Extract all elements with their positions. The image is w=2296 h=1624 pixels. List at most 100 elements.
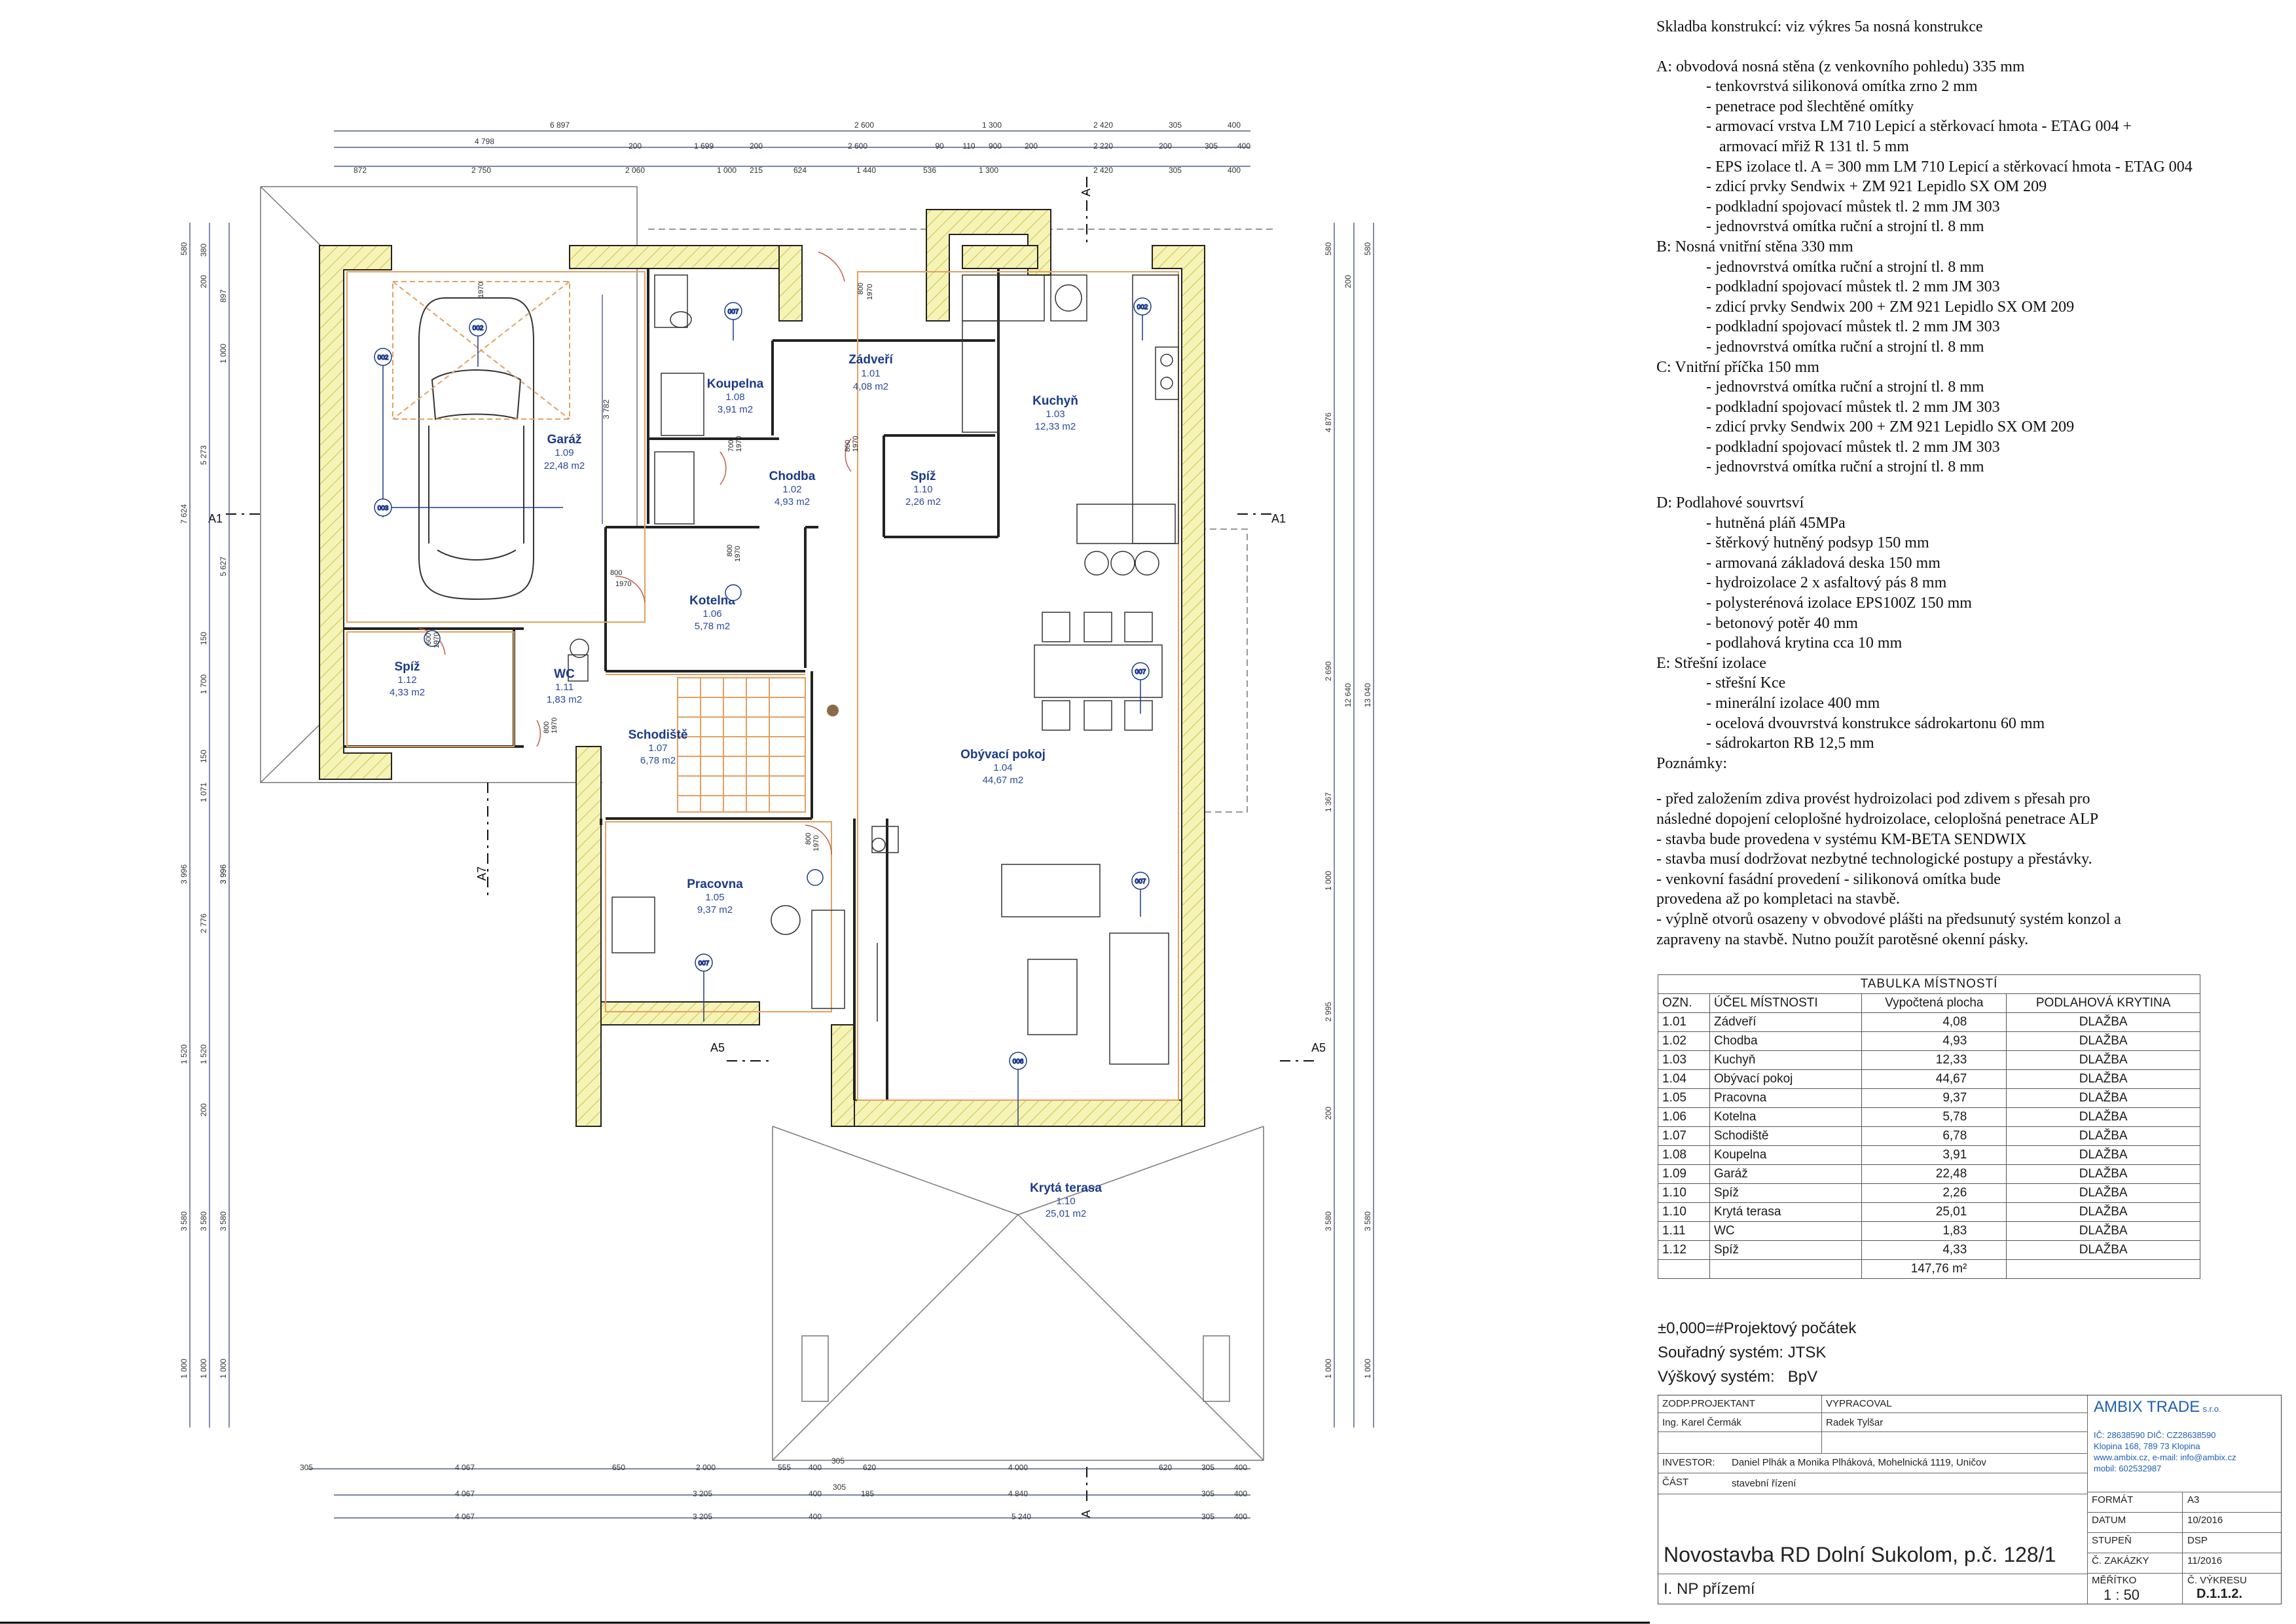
table-cell [1709,1259,1863,1279]
svg-text:4 876: 4 876 [1324,413,1333,432]
svg-text:4,08 m2: 4,08 m2 [853,381,888,392]
svg-text:200: 200 [750,141,763,151]
section-item: - armovací vrstva LM 710 Lepicí a stěrko… [1706,118,2132,136]
svg-text:800: 800 [844,440,852,452]
svg-text:1.06: 1.06 [702,608,721,619]
svg-text:305: 305 [1205,141,1218,151]
table-cell [2006,1259,2200,1279]
room-label-wc: WC 1.11 1,83 m2 [547,667,582,705]
svg-text:Koupelna: Koupelna [707,377,764,391]
remarks-head: Poznámky: [1656,754,1727,772]
zakazky-value: 11/2016 [2187,1555,2223,1566]
investor-label: INVESTOR: [1662,1457,1715,1468]
svg-text:1 000: 1 000 [717,166,737,175]
svg-text:7 624: 7 624 [179,504,189,524]
remark-line: - stavba musí dodržovat nezbytné technol… [1656,851,2092,868]
table-cell: 1.10 [1658,1202,1710,1222]
svg-text:1970: 1970 [551,718,558,733]
section-item: - zdicí prvky Sendwix 200 + ZM 921 Lepid… [1706,418,2075,436]
svg-text:305: 305 [1201,1489,1214,1498]
section-item: - zdicí prvky Sendwix + ZM 921 Lepidlo S… [1706,178,2047,196]
svg-text:25,01 m2: 25,01 m2 [1046,1208,1087,1219]
table-cell: DLAŽBA [2006,1164,2200,1184]
svg-text:536: 536 [923,166,936,175]
svg-text:1 440: 1 440 [856,166,876,175]
company-block: AMBIX TRADE s.r.o. [2094,1398,2221,1416]
table-cell: 5,78 [1861,1107,2007,1127]
table-cell: Zádveří [1709,1012,1863,1032]
section-e: E: Střešní izolace - střešní Kce - miner… [1656,654,2285,754]
table-cell: DLAŽBA [2006,1145,2200,1165]
section-a: A: obvodová nosná stěna (z venkovního po… [1656,57,2285,237]
svg-text:6,78 m2: 6,78 m2 [640,755,676,766]
svg-text:Kuchyň: Kuchyň [1032,394,1078,408]
svg-text:2 420: 2 420 [1093,166,1113,175]
svg-text:5 273: 5 273 [199,445,208,465]
table-cell: DLAŽBA [2006,1031,2200,1051]
table-cell: 44,67 [1861,1069,2007,1089]
project-info: ±0,000=#Projektový počátek Souřadný syst… [1658,1316,2050,1389]
svg-text:1.08: 1.08 [725,392,744,403]
svg-text:2 000: 2 000 [696,1463,716,1472]
svg-text:400: 400 [1234,1512,1247,1521]
svg-text:700: 700 [727,440,735,452]
svg-text:1.01: 1.01 [861,368,880,379]
table-cell: Chodba [1709,1031,1863,1051]
svg-text:305: 305 [833,1483,846,1492]
svg-text:305: 305 [1169,166,1182,175]
svg-text:624: 624 [793,166,807,175]
table-cell: DLAŽBA [2006,1202,2200,1222]
svg-text:1.09: 1.09 [555,447,574,458]
table-cell: 25,01 [1861,1202,2007,1222]
table-total-row: 147,76 m² [1658,1259,2200,1279]
header-cell: ÚČEL MÍSTNOSTI [1709,993,1863,1013]
svg-text:800: 800 [805,833,812,845]
svg-text:3 205: 3 205 [693,1512,712,1521]
table-cell: WC [1709,1221,1863,1241]
table-cell: 3,91 [1861,1145,2007,1165]
svg-text:Spíž: Spíž [394,660,420,674]
svg-text:1 000: 1 000 [219,1359,228,1378]
svg-text:580: 580 [1324,242,1333,255]
svg-text:3 580: 3 580 [1324,1211,1333,1231]
svg-text:800: 800 [726,545,734,557]
window-tag: 002 [374,348,392,517]
svg-text:1 367: 1 367 [1324,792,1333,812]
table-cell: Pracovna [1709,1088,1863,1108]
svg-text:1970: 1970 [852,436,860,452]
svg-text:2 690: 2 690 [1324,661,1333,681]
remark-line: zapraveny na stavbě. Nutno použít parotě… [1656,931,2029,948]
company-suffix: s.r.o. [2202,1404,2221,1414]
height-system-label: Výškový systém: [1658,1368,1775,1386]
table-cell: 1.09 [1658,1164,1710,1184]
vykres-label: Č. VÝKRESU [2187,1575,2247,1586]
svg-text:200: 200 [199,1103,208,1116]
svg-text:4 840: 4 840 [1008,1489,1028,1498]
table-cell [1658,1259,1710,1279]
title-block: ZODP.PROJEKTANT Ing. Karel Čermák VYPRAC… [1658,1395,2282,1604]
section-item: - jednovrstvá omítka ruční a strojní tl.… [1706,338,1984,356]
table-cell: 1.01 [1658,1012,1710,1032]
remark-line: - venkovní fasádní provedení - silikonov… [1656,870,2001,888]
table-cell: 1.05 [1658,1088,1710,1108]
header-cell: Vypočtená plocha [1861,993,2007,1013]
section-item: - armovaná základová deska 150 mm [1706,554,1941,572]
vykres-value: D.1.1.2. [2196,1587,2243,1601]
zodp-label: ZODP.PROJEKTANT [1662,1398,1755,1409]
dims-bottom: 305 4 067 650 2 000 555 400 305 620 4 00… [300,1456,1247,1521]
svg-text:1.10: 1.10 [1056,1196,1075,1207]
section-item: - podkladní spojovací můstek tl. 2 mm JM… [1706,438,2000,456]
section-head: D: Podlahové souvrtsví [1656,494,1804,512]
table-cell: 1.06 [1658,1107,1710,1127]
svg-text:400: 400 [1237,141,1250,151]
svg-text:9,37 m2: 9,37 m2 [697,904,733,915]
floor-plan: A1 A1 A5 A5 A7 A A Zádveří 1.01 4,08 m2 … [0,120,1650,1624]
svg-text:2 220: 2 220 [1093,141,1113,151]
table-cell: DLAŽBA [2006,1012,2200,1032]
section-b: B: Nosná vnitřní stěna 330 mm - jednovrs… [1656,237,2285,358]
table-cell: 1.12 [1658,1240,1710,1260]
section-lines [226,177,1319,1506]
